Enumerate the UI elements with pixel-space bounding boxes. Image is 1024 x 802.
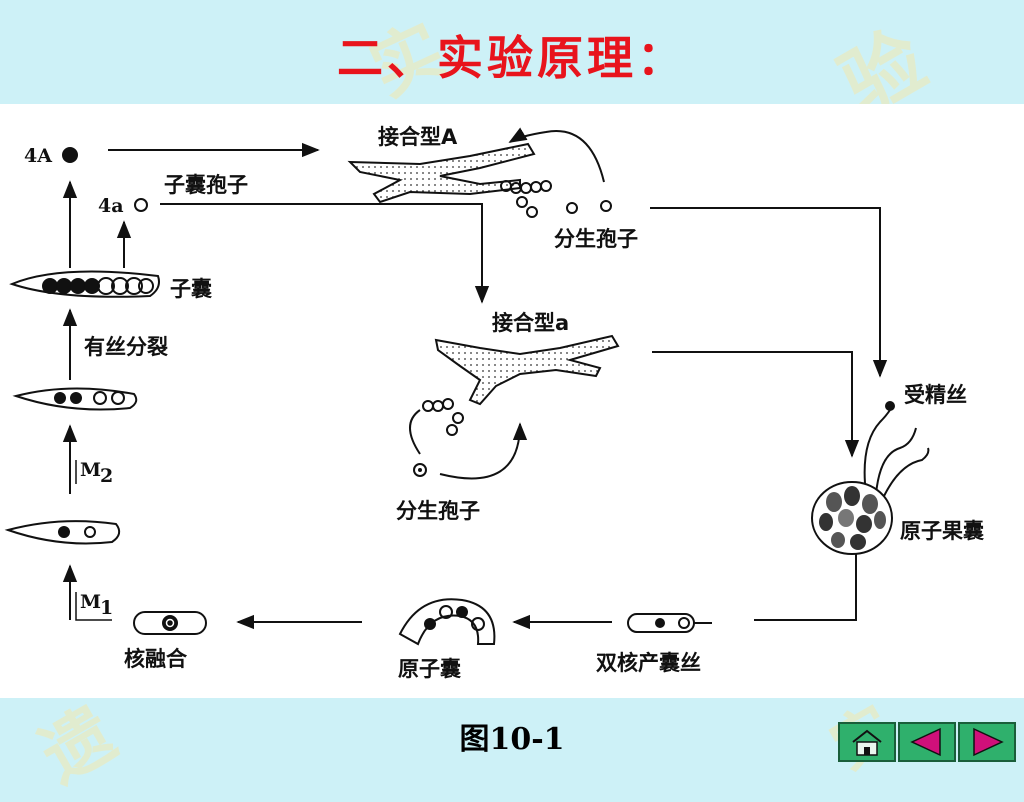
conidia-cycle-arc-a xyxy=(409,409,421,455)
hyphae-mating-type-A-icon xyxy=(347,142,612,218)
proto-ascus-icon xyxy=(398,598,496,646)
trichogyne-icon xyxy=(863,401,930,497)
spores-4a-label: 4a xyxy=(98,195,124,217)
protoperithecium-icon xyxy=(811,481,893,555)
proto-ascus-label: 原子囊 xyxy=(398,657,461,681)
next-icon xyxy=(973,727,1004,757)
mating-type-a-label: 接合型a xyxy=(492,311,569,335)
line-peritheicum-to-hyphae xyxy=(754,552,857,621)
spore-A-icon xyxy=(62,147,78,163)
neurospora-life-cycle-diagram: 4A 4a 子囊孢子 子囊 有丝分裂 M 2 M xyxy=(0,104,1024,698)
dikaryotic-hyphae-label: 双核产囊丝 xyxy=(596,651,701,675)
next-slide-button[interactable] xyxy=(958,722,1016,762)
meiosis-2-sub: 2 xyxy=(100,465,113,487)
conidia-cycle-arrow-A xyxy=(508,127,605,183)
m1-bracket xyxy=(75,592,112,621)
figure-caption: 图10-1 xyxy=(459,722,565,757)
spores-4A-label: 4A xyxy=(24,145,52,167)
previous-icon xyxy=(910,727,941,757)
conidia-bottom-label: 分生孢子 xyxy=(396,499,480,523)
conidia-cycle-arrow-a xyxy=(439,422,528,480)
meiosis-2-label: M xyxy=(80,459,101,481)
dikaryotic-hyphae-icon xyxy=(627,613,712,633)
hyphae-mating-type-a-icon xyxy=(413,334,620,477)
arrow-a-to-perithecium xyxy=(652,351,860,458)
arrow-A-to-trichogyne xyxy=(650,207,888,378)
conidia-top-label: 分生孢子 xyxy=(554,227,638,251)
previous-slide-button[interactable] xyxy=(898,722,956,762)
spore-a-icon xyxy=(134,198,148,212)
home-icon xyxy=(852,729,882,756)
arrow-to-mating-a xyxy=(160,203,490,304)
home-button[interactable] xyxy=(838,722,896,762)
karyogamy-cell-icon xyxy=(133,611,207,635)
mating-type-A-label: 接合型A xyxy=(378,125,458,149)
karyogamy-label: 核融合 xyxy=(124,647,188,671)
ascus-4-nuclei-icon xyxy=(12,387,138,411)
meiosis-1-sub: 1 xyxy=(100,597,113,619)
slide-title: 二、实验原理： xyxy=(337,31,687,85)
protoperithecium-label: 原子果囊 xyxy=(900,519,984,543)
ascus-label: 子囊 xyxy=(170,277,212,301)
mitosis-label: 有丝分裂 xyxy=(84,335,168,359)
ascus-8-spores-icon xyxy=(9,270,160,298)
meiosis-1-label: M xyxy=(80,591,101,613)
ascus-2-nuclei-icon xyxy=(4,520,121,545)
trichogyne-label: 受精丝 xyxy=(904,383,967,407)
ascospore-label: 子囊孢子 xyxy=(164,173,248,197)
